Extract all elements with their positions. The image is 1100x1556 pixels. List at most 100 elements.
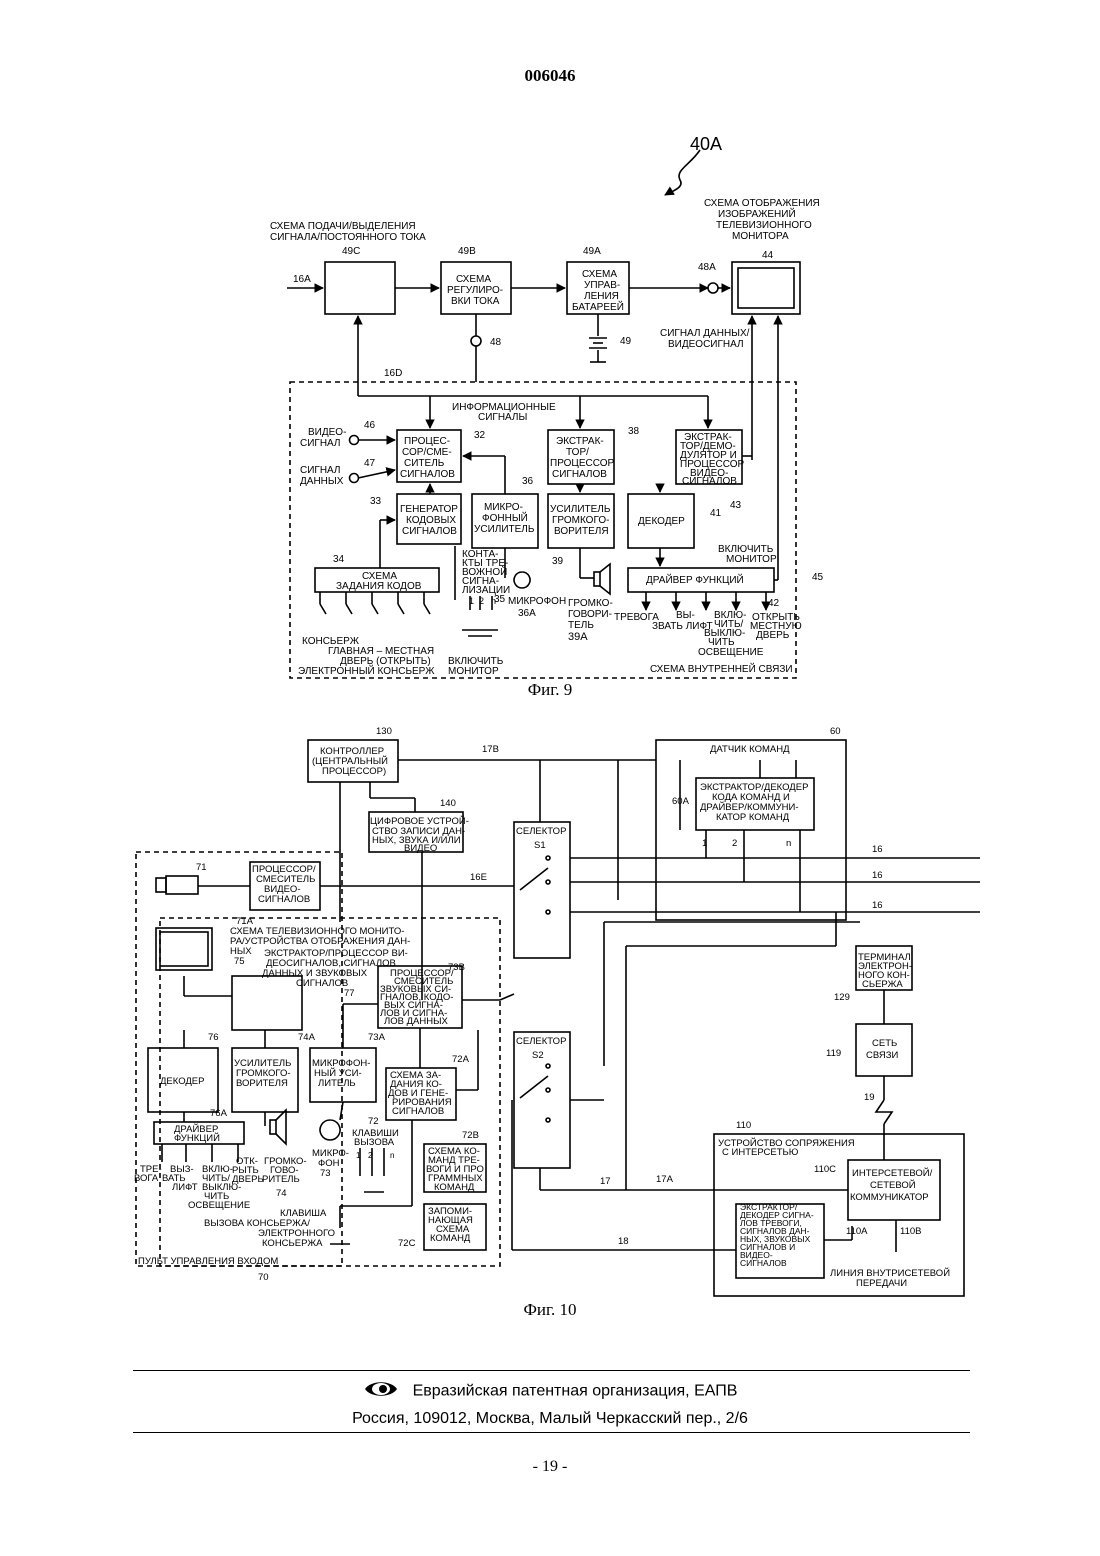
fig9-label: ЭКСТРАК- bbox=[556, 436, 604, 447]
fig10-ref-number: 70 bbox=[258, 1272, 269, 1283]
fig9-ref-number: 43 bbox=[730, 500, 742, 511]
fig9-ref-number: 39 bbox=[552, 556, 564, 567]
fig10-label: ФУНКЦИЙ bbox=[174, 1132, 220, 1144]
fig10-ref-number: 75 bbox=[234, 956, 245, 967]
fig10-label: ОСВЕЩЕНИЕ bbox=[188, 1200, 250, 1211]
fig10-ref-number: 71 bbox=[196, 862, 207, 873]
fig9-ref-number: 42 bbox=[768, 598, 780, 609]
figure-9-caption: Фиг. 9 bbox=[0, 680, 1100, 700]
fig10-label: С ИНТЕРСЕТЬЮ bbox=[722, 1147, 799, 1158]
fig10-label: ПЕРЕДАЧИ bbox=[856, 1278, 907, 1289]
fig9-label: СИГНАЛА/ПОСТОЯННОГО ТОКА bbox=[270, 232, 426, 243]
fig9-label: РЕГУЛИРО- bbox=[447, 285, 503, 296]
fig9-label: СОР/СМЕ- bbox=[402, 447, 452, 458]
fig9-label: ОСВЕЩЕНИЕ bbox=[698, 647, 764, 658]
fig10-label: СЕЛЕКТОР bbox=[516, 1036, 566, 1047]
fig9-label: ТЕЛЕВИЗИОННОГО bbox=[716, 220, 812, 231]
fig9-ref-number: 48 bbox=[490, 337, 502, 348]
fig10-label: ЛИТЕЛЬ bbox=[318, 1078, 356, 1089]
fig9-label: ТОР/ bbox=[566, 447, 589, 458]
fig10-ref-number: 72C bbox=[398, 1238, 416, 1249]
fig10-ref-number: 130 bbox=[376, 726, 392, 737]
fig10-ref-number: 16 bbox=[872, 844, 883, 855]
fig10-label: ВИДЕО bbox=[404, 843, 437, 854]
fig10-label: СИГНАЛОВ bbox=[296, 978, 348, 989]
fig9-ref-number: 32 bbox=[474, 430, 486, 441]
figure-10-caption: Фиг. 10 bbox=[0, 1300, 1100, 1320]
fig10-label: СВЯЗИ bbox=[866, 1050, 898, 1061]
fig10-ref-number: 110 bbox=[736, 1120, 751, 1131]
footer-bottom-rule bbox=[133, 1432, 970, 1433]
fig10-ref-number: 72 bbox=[368, 1116, 379, 1127]
fig10-ref-number: 17 bbox=[600, 1176, 611, 1187]
fig10-label: КОМАНД bbox=[434, 1182, 475, 1193]
fig10-ref-number: 140 bbox=[440, 798, 456, 809]
fig10-label: ЛОВ ДАННЫХ bbox=[384, 1016, 449, 1027]
fig9-label: ЭЛЕКТРОННЫЙ КОНСЬЕРЖ bbox=[298, 664, 435, 677]
fig10-label: ВЫЗОВА bbox=[354, 1137, 395, 1148]
fig10-label: n bbox=[786, 838, 791, 849]
fig9-label: СИГНАЛЫ bbox=[478, 412, 527, 423]
fig10-label: ДВЕРЬ bbox=[232, 1174, 264, 1185]
fig9-label: ДРАЙВЕР ФУНКЦИЙ bbox=[646, 573, 744, 586]
organization-name: Евразийская патентная организация, ЕАПВ bbox=[413, 1383, 738, 1400]
fig10-label: 74 bbox=[276, 1188, 287, 1199]
fig10-label: ДЕКОДЕР bbox=[160, 1076, 205, 1087]
fig10-label: ЛИФТ bbox=[172, 1182, 198, 1193]
fig9-ref-number: 35 bbox=[494, 594, 506, 605]
fig10-label: ПУЛЬТ УПРАВЛЕНИЯ ВХОДОМ bbox=[138, 1256, 278, 1267]
fig9-label: ФОННЫЙ bbox=[482, 511, 528, 524]
fig9-ref-number: 49C bbox=[342, 246, 360, 257]
fig9-label: МИКРОФОН bbox=[508, 596, 566, 607]
fig10-ref-number: 16 bbox=[872, 900, 883, 911]
fig10-ref-number: 16E bbox=[470, 872, 487, 883]
fig9-label: ИЗОБРАЖЕНИЙ bbox=[718, 207, 796, 220]
page-number: - 19 - bbox=[0, 1458, 1100, 1476]
fig9-label: ВЫ- bbox=[676, 610, 695, 621]
fig10-label: 1 bbox=[702, 838, 707, 849]
fig10-label: ПРОЦЕССОР) bbox=[322, 766, 386, 777]
fig9-label: УСИЛИТЕЛЬ bbox=[474, 524, 535, 535]
fig9-label: УПРАВ- bbox=[584, 280, 620, 291]
fig9-label: ДВЕРЬ bbox=[756, 630, 790, 641]
fig10-ref-number: 18 bbox=[618, 1236, 629, 1247]
fig9-ref-number: 47 bbox=[364, 458, 376, 469]
fig10-ref-number: 60A bbox=[672, 796, 690, 807]
fig9-label: СХЕМА ПОДАЧИ/ВЫДЕЛЕНИЯ bbox=[270, 221, 416, 232]
fig10-ref-number: 72B bbox=[462, 1130, 479, 1141]
fig9-label: СИГНАЛОВ bbox=[552, 469, 607, 480]
fig10-label: КОММУНИКАТОР bbox=[850, 1192, 929, 1203]
fig10-label: ДАТЧИК КОМАНД bbox=[710, 744, 790, 755]
fig9-ref-number: 34 bbox=[333, 554, 345, 565]
fig9-label: ГОВОРИ- bbox=[568, 609, 612, 620]
fig10-label: СИГНАЛОВ bbox=[392, 1106, 444, 1117]
fig9-label: ДАННЫХ bbox=[300, 476, 344, 487]
fig10-label: КОНСЬЕРЖА bbox=[262, 1238, 323, 1249]
fig10-ref-number: 76 bbox=[208, 1032, 219, 1043]
fig9-label: СИТЕЛЬ bbox=[404, 458, 445, 469]
fig9-label: ГРОМКОГО- bbox=[552, 515, 609, 526]
fig10-label: РИТЕЛЬ bbox=[262, 1174, 300, 1185]
figure-9-diagram: 40A СХЕМА ПОДАЧИ/ВЫДЕЛЕНИЯ СИГНАЛА/ПОСТО… bbox=[0, 0, 1100, 690]
fig9-ref-number: 44 bbox=[762, 250, 774, 261]
fig9-label: ВИДЕО- bbox=[308, 427, 346, 438]
footer-organization: Евразийская патентная организация, ЕАПВ bbox=[0, 1378, 1100, 1405]
fig10-label: СИГНАЛОВ bbox=[258, 894, 310, 905]
fig9-ref-number: 33 bbox=[370, 496, 382, 507]
fig10-label: 1 bbox=[356, 1151, 361, 1160]
fig9-label: ГЕНЕРАТОР bbox=[400, 504, 458, 515]
fig9-label: СИГНАЛОВ bbox=[682, 476, 737, 487]
fig10-ref-number: 19 bbox=[864, 1092, 875, 1103]
fig9-label: МОНИТОР bbox=[448, 666, 499, 677]
fig9-label: БАТАРЕЕЙ bbox=[572, 300, 624, 313]
fig9-label: СХЕМА bbox=[582, 269, 617, 280]
fig10-label: 73 bbox=[320, 1168, 331, 1179]
fig9-label: СИГНАЛ bbox=[300, 465, 341, 476]
fig10-label: СИГНАЛОВ bbox=[740, 1258, 787, 1268]
fig10-label: 2 bbox=[732, 838, 737, 849]
fig10-ref-number: 17B bbox=[482, 744, 499, 755]
fig9-label: ДЕКОДЕР bbox=[638, 516, 685, 527]
fig10-label: РА/УСТРОЙСТВА ОТОБРАЖЕНИЯ ДАН- bbox=[230, 935, 410, 947]
fig9-label: ЗАДАНИЯ КОДОВ bbox=[336, 581, 422, 592]
fig10-ref-number: 60 bbox=[830, 726, 841, 737]
